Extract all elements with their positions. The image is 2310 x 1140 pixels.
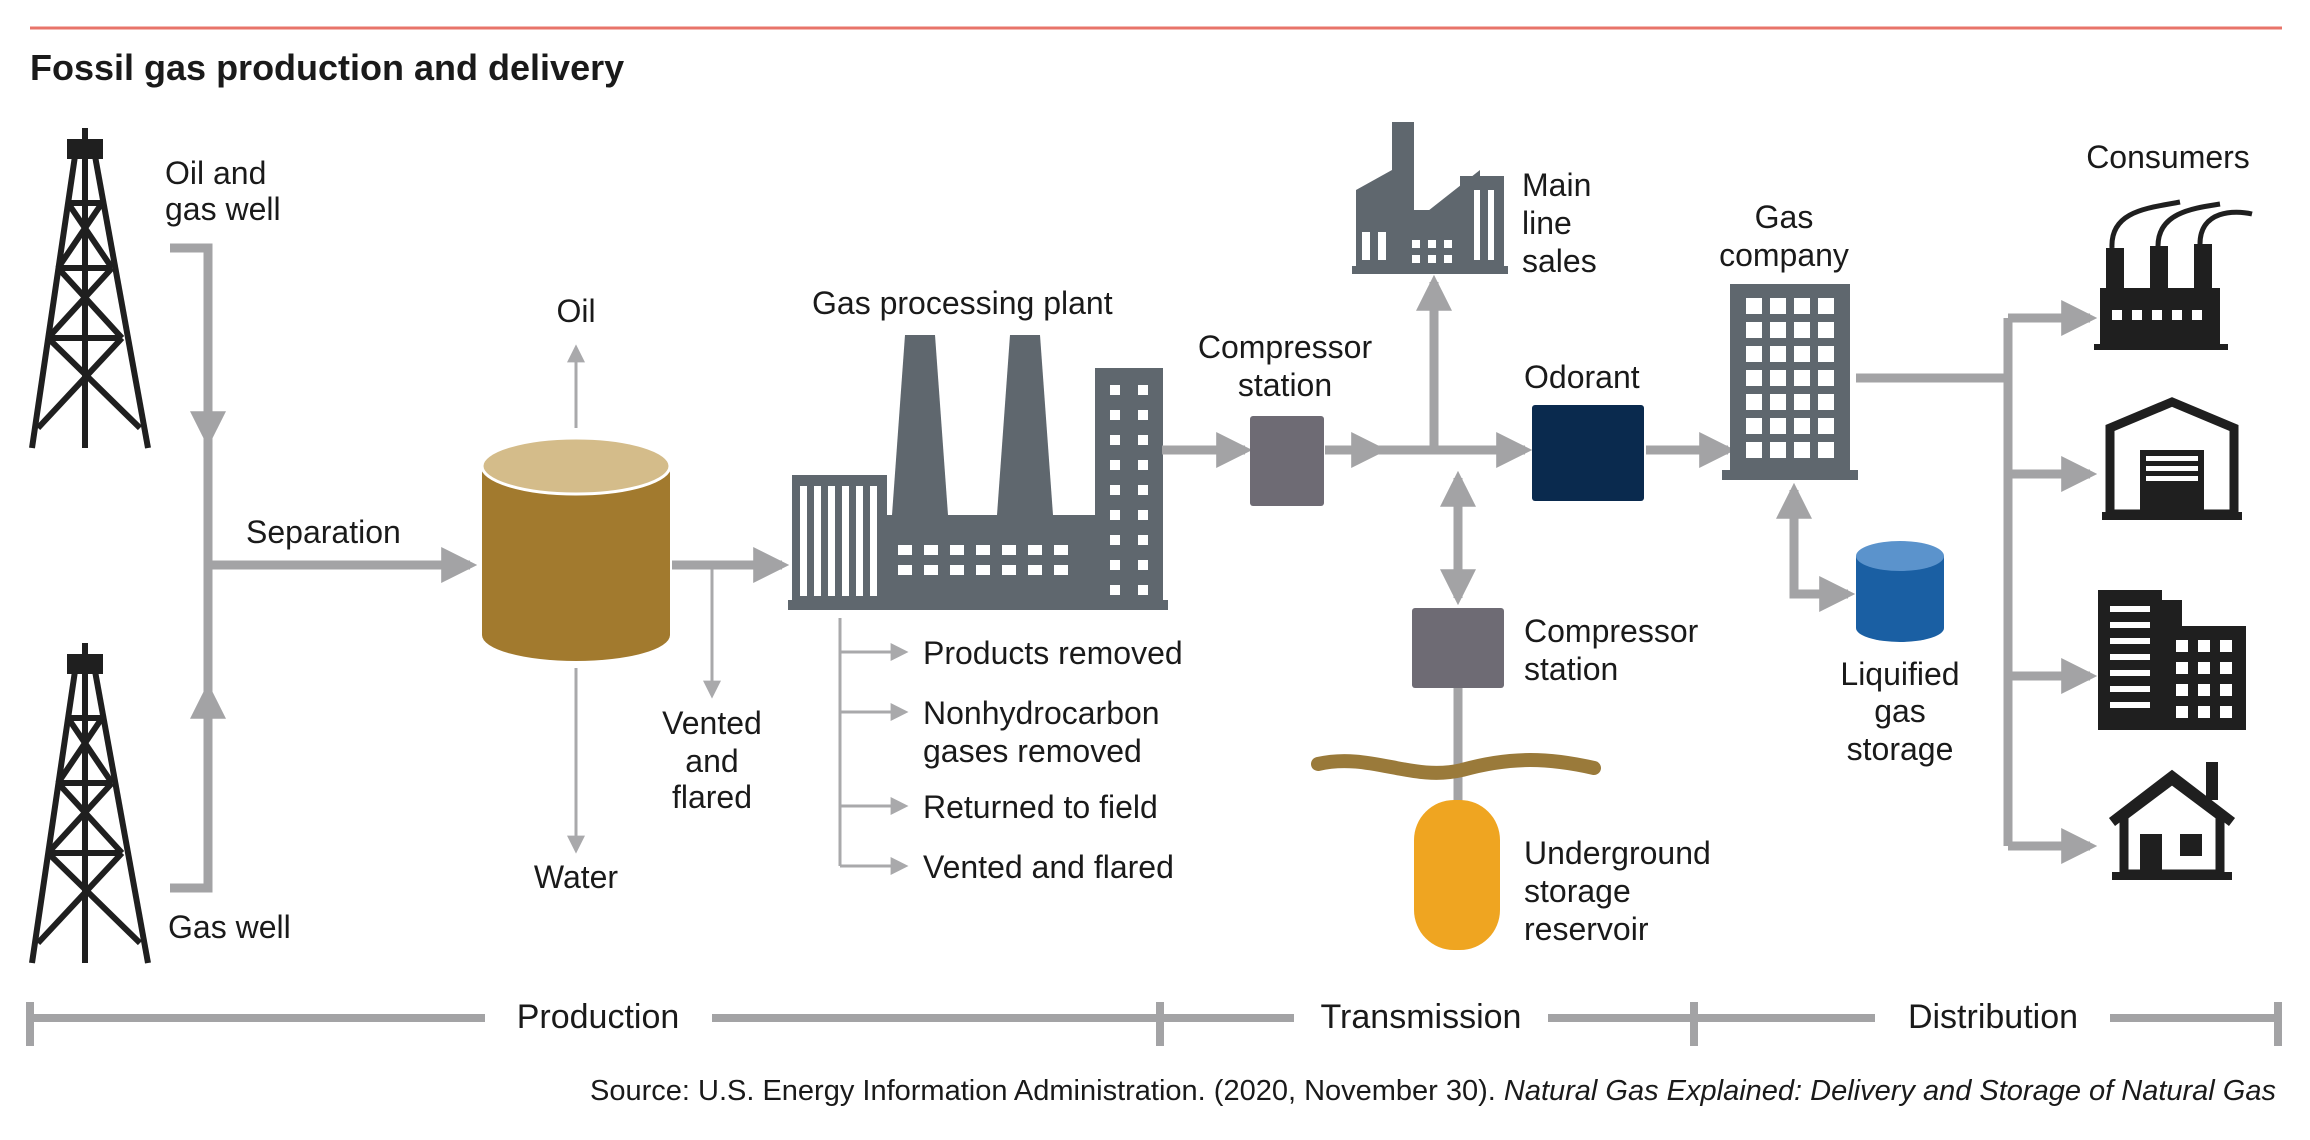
warehouse-icon: [2102, 397, 2242, 520]
separator-outputs: [567, 344, 721, 854]
liquified-gas-label-2: gas: [1874, 693, 1926, 729]
vented-flared-label: Vented: [662, 705, 762, 741]
gas-processing-plant-label: Gas processing plant: [812, 285, 1113, 321]
office-building-icon: [1722, 284, 1858, 480]
source-prefix: Source: U.S. Energy Information Administ…: [590, 1075, 1496, 1107]
products-removed-label: Products removed: [923, 635, 1183, 671]
stage-distribution-label: Distribution: [1908, 998, 2078, 1036]
gas-company-label-2: company: [1719, 237, 1849, 273]
source-citation: Source: U.S. Energy Information Administ…: [590, 1075, 2276, 1107]
transmission-pipes: [1162, 274, 1736, 606]
ground-line: [1311, 753, 1601, 780]
consumers-label: Consumers: [2086, 139, 2250, 175]
compressor-station-1-label: Compressor: [1198, 329, 1373, 365]
oil-derrick-icon: [29, 128, 151, 449]
underground-storage-label-3: reservoir: [1524, 911, 1649, 947]
lng-storage-icon: [1856, 541, 1944, 642]
water-label: Water: [534, 859, 619, 895]
nonhydrocarbon-label-2: gases removed: [923, 733, 1142, 769]
gas-processing-plant-icon: [788, 335, 1168, 610]
oil-label: Oil: [556, 293, 595, 329]
odorant-label: Odorant: [1524, 359, 1640, 395]
odorant-box: [1532, 405, 1644, 501]
separator-tank-icon: [480, 436, 672, 661]
stage-transmission-label: Transmission: [1321, 998, 1522, 1036]
gas-company-label: Gas: [1755, 199, 1814, 235]
nonhydrocarbon-label: Nonhydrocarbon: [923, 695, 1160, 731]
source-title: Natural Gas Explained: Delivery and Stor…: [1504, 1075, 2276, 1107]
liquified-gas-label: Liquified: [1840, 656, 1959, 692]
well-pipes: [170, 243, 478, 893]
compressor-station-1-box: [1250, 416, 1324, 506]
main-line-sales-label-3: sales: [1522, 243, 1597, 279]
distribution-pipes: [1856, 300, 2098, 864]
industrial-factory-icon: [1352, 122, 1508, 274]
returned-to-field-label: Returned to field: [923, 789, 1158, 825]
compressor-station-2-label: Compressor: [1524, 613, 1699, 649]
vented-and-flared-label: Vented and flared: [923, 849, 1174, 885]
underground-storage-label-2: storage: [1524, 873, 1631, 909]
house-icon: [2108, 762, 2236, 880]
oil-gas-well-label-2: gas well: [165, 191, 281, 227]
gas-well-label: Gas well: [168, 909, 291, 945]
liquified-gas-label-3: storage: [1847, 731, 1954, 767]
lng-pipe: [1776, 482, 1856, 612]
apartment-building-icon: [2098, 590, 2246, 730]
main-line-sales-label: Main: [1522, 167, 1591, 203]
vented-flared-label-2: and: [685, 743, 738, 779]
oil-gas-well-label: Oil and: [165, 155, 266, 191]
underground-storage-label: Underground: [1524, 835, 1711, 871]
gas-derrick-icon: [29, 643, 151, 964]
diagram-title: Fossil gas production and delivery: [30, 47, 624, 88]
plant-outputs: [838, 618, 909, 875]
underground-storage-icon: [1414, 800, 1500, 950]
stage-production-label: Production: [517, 998, 680, 1036]
compressor-station-2-box: [1412, 608, 1504, 688]
main-line-sales-label-2: line: [1522, 205, 1572, 241]
compressor-station-1-label-2: station: [1238, 367, 1332, 403]
stage-bar: [26, 1002, 2282, 1046]
factory-icon: [2094, 199, 2253, 350]
compressor-station-2-label-2: station: [1524, 651, 1618, 687]
vented-flared-label-3: flared: [672, 779, 752, 815]
separation-label: Separation: [246, 514, 401, 550]
